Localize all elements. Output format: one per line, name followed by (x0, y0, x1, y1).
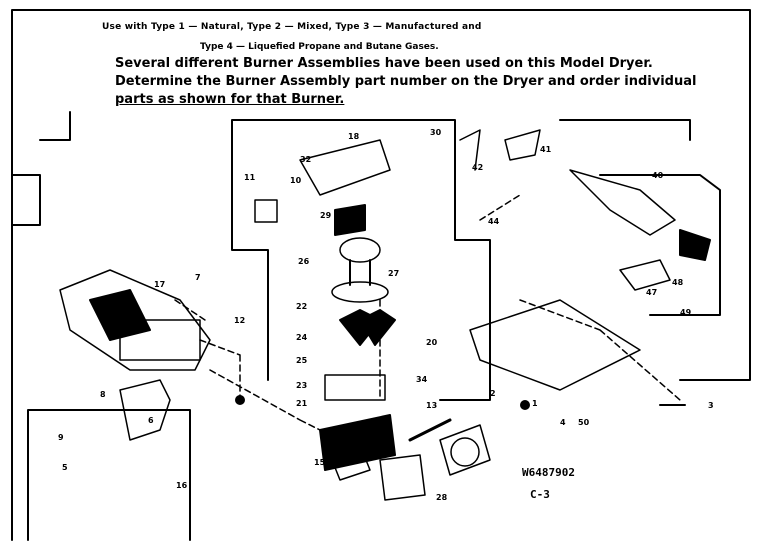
callout-26: 26 (298, 257, 310, 266)
left-bracket (11, 111, 71, 226)
callout-21: 21 (296, 399, 308, 408)
callout-40: 40 (652, 171, 664, 180)
callout-32: 32 (300, 155, 311, 164)
callout-47: 47 (646, 288, 657, 297)
callout-48: 48 (672, 278, 684, 287)
callout-22: 22 (296, 302, 307, 311)
callout-13: 13 (426, 401, 437, 410)
valve-base (331, 281, 389, 303)
callout-24: 24 (296, 333, 308, 342)
callout-1: 1 (532, 399, 538, 408)
callout-49: 49 (680, 308, 692, 317)
callout-29: 29 (320, 211, 332, 220)
lever-arm (408, 418, 452, 442)
callout-7: 7 (195, 273, 201, 282)
coil-stem (349, 259, 371, 286)
callout-15: 15 (314, 458, 326, 467)
callout-12: 12 (234, 316, 245, 325)
callout-5: 5 (62, 463, 68, 472)
header-gas-types: Use with Type 1 — Natural, Type 2 — Mixe… (102, 22, 482, 32)
callout-41: 41 (540, 145, 552, 154)
center-panel (231, 119, 491, 401)
lower-left-box (27, 409, 191, 541)
mounting-plate (469, 299, 641, 391)
callout-42: 42 (472, 163, 483, 172)
callout-11: 11 (244, 173, 256, 182)
callout-25: 25 (296, 356, 308, 365)
igniter (334, 204, 366, 236)
small-part-right (504, 129, 541, 161)
callout-8: 8 (100, 390, 106, 399)
clip-block (254, 199, 278, 223)
fitting-right (379, 454, 426, 501)
valve-lower (329, 444, 371, 481)
callout-28: 28 (436, 493, 448, 502)
coil-upper (339, 237, 381, 263)
callout-10: 10 (290, 176, 302, 185)
callout-4: 4 (560, 418, 566, 427)
header-note-line1: Several different Burner Assemblies have… (115, 56, 653, 71)
callout-6: 6 (148, 416, 154, 425)
header-note-line2: Determine the Burner Assembly part numbe… (115, 74, 697, 89)
callout-50: 50 (578, 418, 590, 427)
callout-20: 20 (426, 338, 438, 347)
callout-44: 44 (488, 217, 500, 226)
right-panel (559, 119, 721, 316)
nut-right (520, 400, 530, 410)
header-note-line3: parts as shown for that Burner. (115, 92, 345, 107)
bracket-upper (299, 139, 391, 196)
burner-inlet (89, 289, 151, 341)
callout-27: 27 (388, 269, 399, 278)
callout-3: 3 (708, 401, 714, 410)
callout-34: 34 (416, 375, 428, 384)
sensor-right (679, 229, 711, 261)
valve-block (319, 414, 396, 471)
callout-9: 9 (58, 433, 64, 442)
valve-cone-2 (359, 309, 396, 346)
spring-right (619, 259, 671, 291)
header-gas-types-cont: Type 4 — Liquefied Propane and Butane Ga… (200, 42, 439, 52)
burner-tube (59, 269, 211, 371)
part-number-label: W6487902 (522, 466, 575, 479)
nut-left (235, 395, 245, 405)
page-number-label: C-3 (530, 488, 550, 501)
burner-bracket-left (119, 379, 171, 441)
small-part-upper (459, 129, 481, 171)
callout-17: 17 (154, 280, 165, 289)
plate-middle (324, 374, 386, 401)
callout-30: 30 (430, 128, 442, 137)
callout-18: 18 (348, 132, 360, 141)
callout-16: 16 (176, 481, 188, 490)
tube-right (569, 169, 676, 236)
callout-2: 2 (490, 389, 496, 398)
callout-labels: 18 30 32 11 10 29 26 27 22 24 25 23 21 2… (58, 128, 714, 502)
callout-23: 23 (296, 381, 307, 390)
outer-frame (11, 9, 751, 541)
orifice-assembly (439, 424, 491, 476)
orifice-ring (450, 437, 480, 467)
